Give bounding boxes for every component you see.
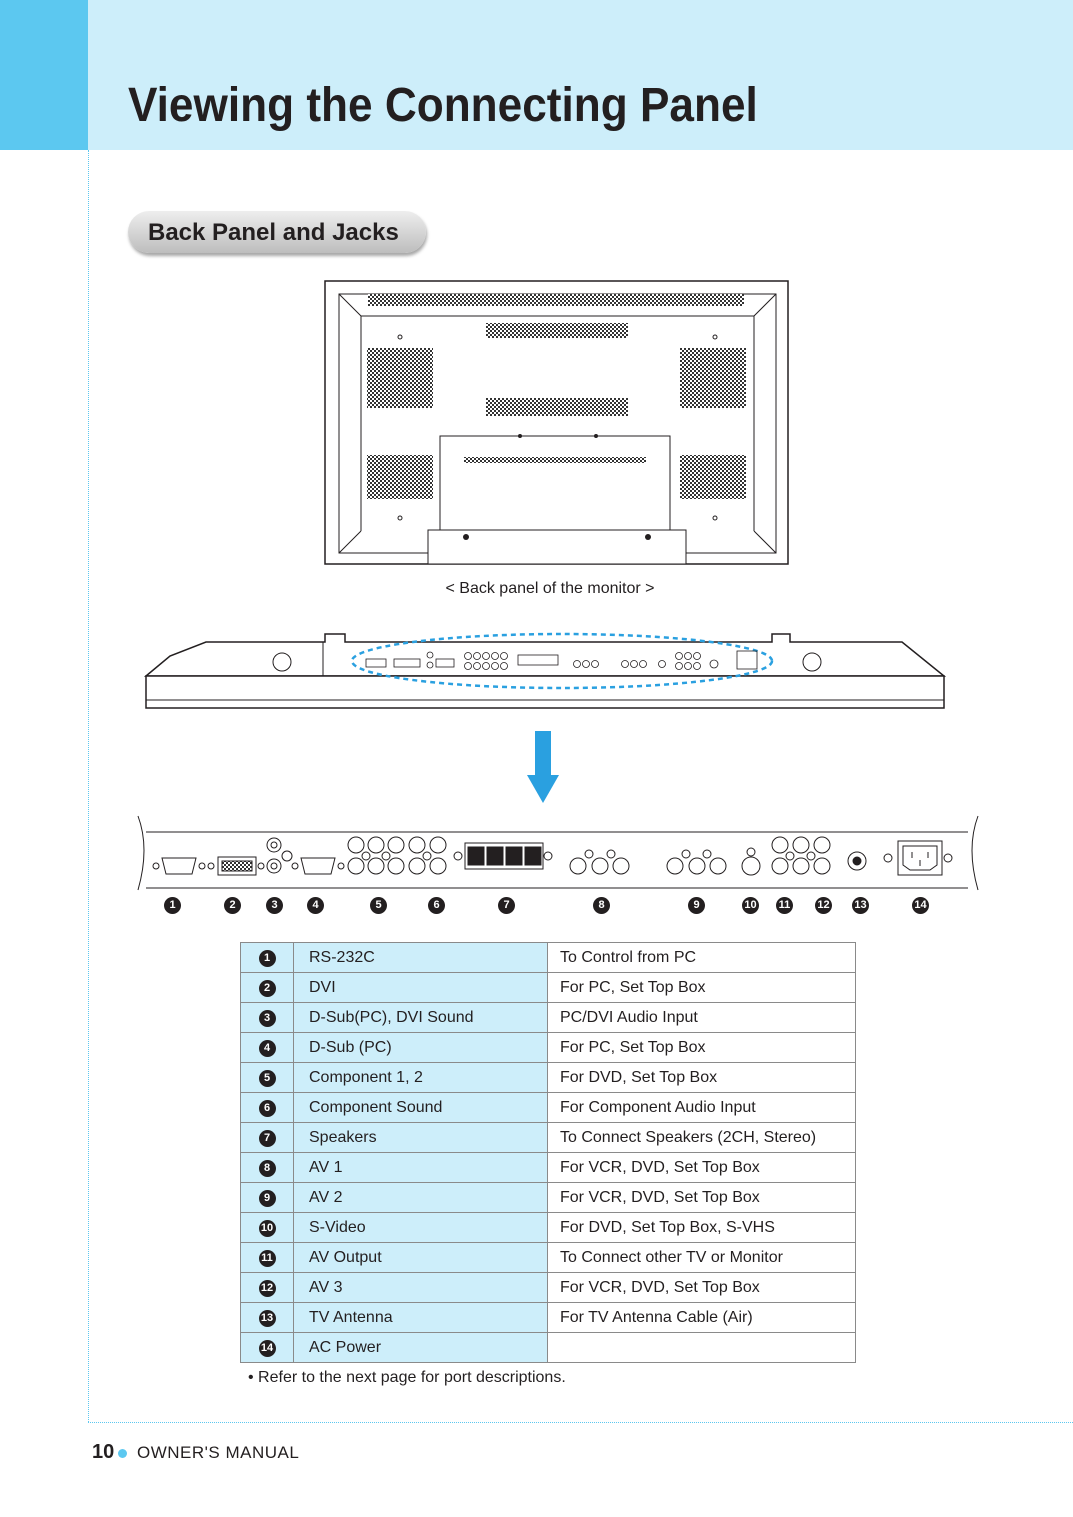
callout-12: 12 <box>815 897 832 914</box>
table-row: 14 AC Power <box>240 1332 856 1363</box>
row-number-badge: 2 <box>258 980 276 997</box>
row-number-badge: 6 <box>258 1100 276 1117</box>
callout-3: 3 <box>266 897 283 914</box>
port-name: AV 1 <box>293 1152 548 1183</box>
connector-panel-detail <box>137 815 979 891</box>
port-description: For VCR, DVD, Set Top Box <box>547 1272 856 1303</box>
callout-8: 8 <box>593 897 610 914</box>
row-number-badge: 1 <box>258 950 276 967</box>
header-tab <box>0 0 88 150</box>
arrow-down-icon <box>527 731 559 803</box>
section-pill <box>128 211 426 253</box>
callout-7: 7 <box>498 897 515 914</box>
monitor-back-view <box>324 280 789 565</box>
port-description: To Connect Speakers (2CH, Stereo) <box>547 1122 856 1153</box>
port-description: PC/DVI Audio Input <box>547 1002 856 1033</box>
row-number-badge: 3 <box>258 1010 276 1027</box>
row-number-badge: 8 <box>258 1160 276 1177</box>
page-title: Viewing the Connecting Panel <box>128 79 758 132</box>
port-name: Component 1, 2 <box>293 1062 548 1093</box>
callout-9: 9 <box>688 897 705 914</box>
port-description: For VCR, DVD, Set Top Box <box>547 1152 856 1183</box>
port-name: Speakers <box>293 1122 548 1153</box>
row-number-badge: 7 <box>258 1130 276 1147</box>
port-name: D-Sub(PC), DVI Sound <box>293 1002 548 1033</box>
row-number-badge: 4 <box>258 1040 276 1057</box>
port-description: For PC, Set Top Box <box>547 1032 856 1063</box>
callout-2: 2 <box>224 897 241 914</box>
footer-bullet-icon <box>118 1449 127 1458</box>
port-name: AV Output <box>293 1242 548 1273</box>
callout-6: 6 <box>428 897 445 914</box>
port-name: S-Video <box>293 1212 548 1243</box>
page-number: 10 <box>92 1441 115 1463</box>
port-name: AC Power <box>293 1332 548 1363</box>
port-description: To Control from PC <box>547 942 856 973</box>
footer-manual-label: OWNER'S MANUAL <box>137 1443 300 1462</box>
table-row: 4 D-Sub (PC)For PC, Set Top Box <box>240 1032 856 1063</box>
row-number-badge: 11 <box>258 1250 276 1267</box>
callout-5: 5 <box>370 897 387 914</box>
row-number-badge: 13 <box>258 1310 276 1327</box>
port-name: DVI <box>293 972 548 1003</box>
header-band <box>0 0 1073 150</box>
port-description: To Connect other TV or Monitor <box>547 1242 856 1273</box>
row-number-badge: 14 <box>258 1340 276 1357</box>
port-description: For DVD, Set Top Box, S-VHS <box>547 1212 856 1243</box>
footnote: • Refer to the next page for port descri… <box>248 1369 566 1386</box>
callout-10: 10 <box>742 897 759 914</box>
callout-1: 1 <box>164 897 181 914</box>
section-heading: Back Panel and Jacks <box>148 219 399 246</box>
row-number-badge: 10 <box>258 1220 276 1237</box>
port-description: For TV Antenna Cable (Air) <box>547 1302 856 1333</box>
port-description: For Component Audio Input <box>547 1092 856 1123</box>
callout-4: 4 <box>307 897 324 914</box>
row-number-badge: 5 <box>258 1070 276 1087</box>
port-description: For PC, Set Top Box <box>547 972 856 1003</box>
callout-11: 11 <box>776 897 793 914</box>
figure-caption: < Back panel of the monitor > <box>445 580 655 597</box>
port-name: TV Antenna <box>293 1302 548 1333</box>
row-number-badge: 9 <box>258 1190 276 1207</box>
port-name: AV 2 <box>293 1182 548 1213</box>
monitor-bottom-view <box>143 632 947 709</box>
port-description: For VCR, DVD, Set Top Box <box>547 1182 856 1213</box>
port-name: RS-232C <box>293 942 548 973</box>
callout-14: 14 <box>912 897 929 914</box>
port-description: For DVD, Set Top Box <box>547 1062 856 1093</box>
port-name: AV 3 <box>293 1272 548 1303</box>
row-number-badge: 12 <box>258 1280 276 1297</box>
margin-guide-horizontal <box>88 1422 1073 1423</box>
port-name: D-Sub (PC) <box>293 1032 548 1063</box>
port-name: Component Sound <box>293 1092 548 1123</box>
port-description <box>547 1332 856 1363</box>
margin-guide-vertical <box>88 150 89 1422</box>
callout-13: 13 <box>852 897 869 914</box>
